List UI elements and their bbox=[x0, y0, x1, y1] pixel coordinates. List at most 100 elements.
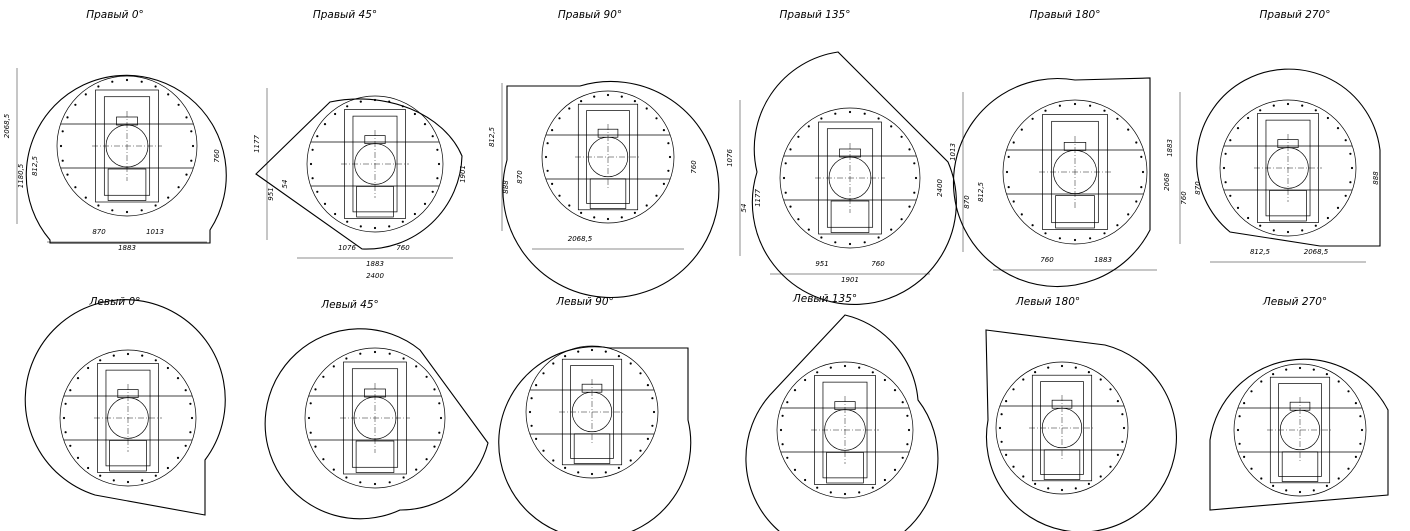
dimension-label: 1901 bbox=[841, 276, 859, 284]
flange-bolt bbox=[848, 110, 852, 114]
flange-bolt bbox=[176, 377, 180, 380]
flange-bolt bbox=[797, 135, 800, 138]
flange-bolt bbox=[125, 210, 129, 214]
flange-bolt bbox=[189, 402, 192, 405]
flange-bolt bbox=[633, 211, 637, 214]
flange-bolt bbox=[542, 372, 545, 375]
flange-bolt bbox=[546, 169, 549, 172]
flange-bolt bbox=[309, 162, 313, 166]
flange-bolt bbox=[190, 159, 193, 162]
flange-bolt bbox=[1109, 388, 1112, 391]
flange-bolt bbox=[1236, 127, 1240, 130]
flange-bolt bbox=[1058, 237, 1061, 240]
flange-bolt bbox=[177, 103, 180, 106]
flange-bolt bbox=[1012, 388, 1015, 391]
flange-bolt bbox=[829, 491, 832, 494]
fan-casing-outline bbox=[985, 329, 1177, 531]
flange-bolt bbox=[359, 100, 362, 103]
motor-base bbox=[107, 168, 147, 201]
fan-casing-outline bbox=[498, 346, 692, 531]
flange-bolt bbox=[577, 350, 580, 353]
flange-bolt bbox=[373, 226, 377, 230]
flange-bolt bbox=[69, 444, 72, 447]
flange-bolt bbox=[373, 350, 377, 354]
flange-bolt bbox=[76, 377, 80, 380]
flange-bolt bbox=[190, 416, 194, 420]
flange-bolt bbox=[893, 389, 897, 392]
fan-view-left-135: Левый 135° bbox=[745, 293, 939, 531]
flange-bolt bbox=[782, 176, 786, 180]
motor-base bbox=[355, 440, 395, 473]
flange-bolt bbox=[388, 352, 391, 355]
flange-bolt bbox=[423, 202, 427, 205]
flange-bolt bbox=[542, 449, 545, 452]
flange-bolt bbox=[1298, 366, 1302, 370]
flange-bolt bbox=[863, 112, 866, 115]
flange-bolt bbox=[877, 236, 880, 239]
flange-bolt bbox=[890, 125, 893, 128]
flange-bolt bbox=[166, 466, 169, 470]
dimension-label: 888 bbox=[1372, 171, 1380, 185]
flange-bolt bbox=[617, 466, 621, 469]
flange-bolt bbox=[843, 492, 847, 496]
dimension-label: 951 bbox=[267, 187, 275, 200]
flange-bolt bbox=[431, 190, 434, 193]
flange-bolt bbox=[804, 478, 807, 482]
flange-bolt bbox=[593, 216, 596, 219]
flange-bolt bbox=[858, 366, 861, 369]
flange-bolt bbox=[883, 478, 887, 482]
flange-bolt bbox=[1272, 229, 1275, 232]
flange-bolt bbox=[901, 401, 904, 404]
flange-bolt bbox=[1312, 368, 1315, 371]
flange-bolt bbox=[1359, 442, 1362, 445]
flange-bolt bbox=[309, 431, 312, 434]
flange-bolt bbox=[1325, 373, 1328, 376]
flange-bolt bbox=[74, 103, 77, 106]
motor-base bbox=[1281, 451, 1319, 482]
flange-bolt bbox=[564, 355, 567, 358]
flange-bolt bbox=[1044, 232, 1047, 235]
flange-bolt bbox=[558, 194, 561, 197]
flange-bolt bbox=[413, 112, 416, 116]
flange-bolt bbox=[359, 352, 362, 355]
flange-bolt bbox=[359, 225, 362, 228]
flange-bolt bbox=[59, 144, 63, 148]
flange-bolt bbox=[87, 366, 90, 370]
flange-bolt bbox=[1247, 116, 1250, 120]
flange-bolt bbox=[781, 414, 784, 417]
flange-bolt bbox=[1314, 109, 1317, 112]
flange-bolt bbox=[1354, 455, 1357, 458]
flange-bolt bbox=[191, 144, 195, 148]
flange-bolt bbox=[66, 116, 69, 119]
flange-bolt bbox=[784, 191, 787, 194]
motor-base bbox=[573, 433, 611, 464]
flange-bolt bbox=[1347, 467, 1350, 470]
flange-bolt bbox=[185, 173, 188, 176]
flange-bolt bbox=[76, 456, 80, 459]
flange-bolt bbox=[141, 354, 144, 357]
flange-bolt bbox=[423, 123, 427, 126]
flange-bolt bbox=[61, 159, 64, 162]
flange-bolt bbox=[1089, 104, 1092, 107]
flange-bolt bbox=[580, 100, 583, 103]
view-title: Правый 90° bbox=[558, 9, 622, 21]
flange-bolt bbox=[185, 116, 188, 119]
flange-bolt bbox=[1259, 109, 1262, 112]
flange-bolt bbox=[908, 205, 911, 208]
flange-bolt bbox=[552, 459, 555, 462]
flange-bolt bbox=[1326, 216, 1329, 220]
flange-bolt bbox=[883, 378, 887, 382]
flange-bolt bbox=[111, 209, 114, 212]
impeller-circle bbox=[56, 75, 198, 217]
flange-bolt bbox=[871, 486, 874, 489]
flange-bolt bbox=[1012, 200, 1015, 203]
dimension-label: 870 bbox=[1194, 181, 1202, 195]
dimension-label: 760 bbox=[396, 244, 410, 252]
flange-bolt bbox=[154, 85, 157, 88]
flange-bolt bbox=[1022, 475, 1025, 478]
flange-bolt bbox=[1140, 186, 1143, 189]
dimension-label: 54 bbox=[281, 180, 289, 189]
flange-bolt bbox=[551, 182, 554, 185]
